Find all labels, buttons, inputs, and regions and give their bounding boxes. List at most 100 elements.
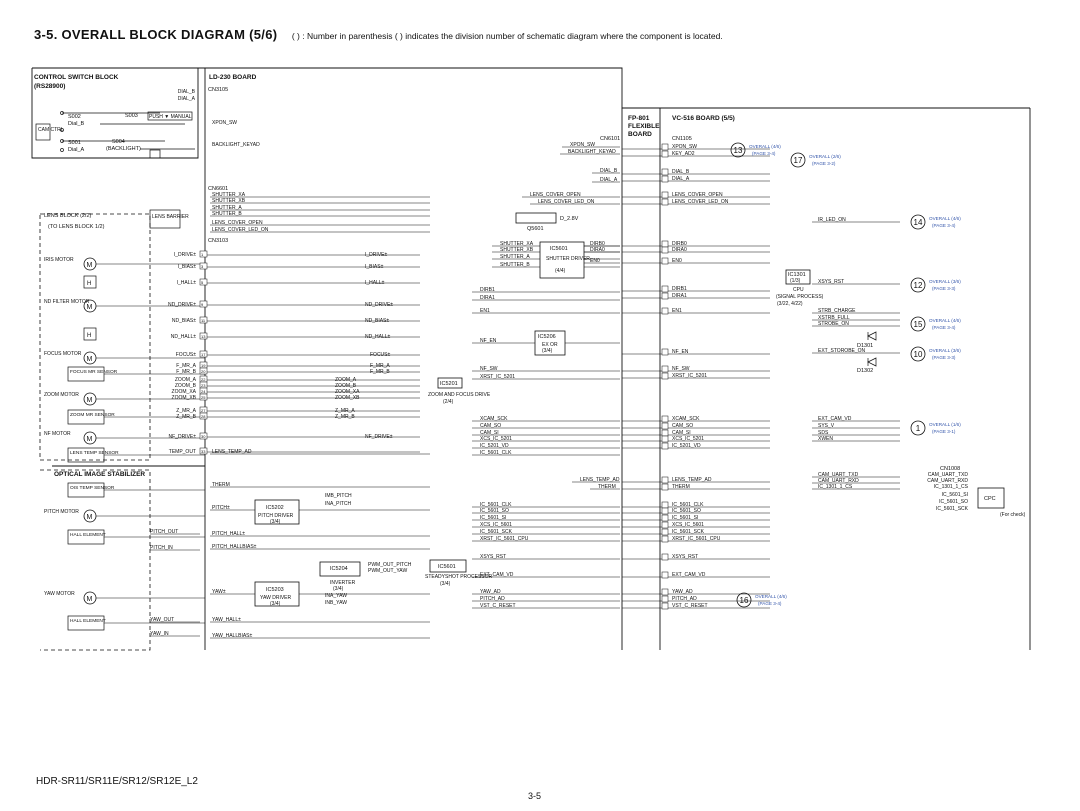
ref-r12-page: (PAGE 3-3) [932,286,956,291]
ic-boxes [254,212,1005,607]
iris-motor-label: IRIS MOTOR [44,257,74,263]
focus-motor-m-glyph: M [87,356,93,363]
s001-label: S001 [68,140,81,146]
lens-temp-sensor-label: LENS TEMP SENSOR [70,450,119,456]
right-signal-4: LENS_COVER_OPEN [672,192,723,198]
steady-signal-15: XCS_IC_5601 [480,522,512,528]
right-signal-22: IC_5601_CLK [672,502,704,508]
right-signal-5: LENS_COVER_LED_ON [672,199,729,205]
ld-signal-0: DIAL_B [178,89,196,95]
right-signal-16: CAM_SO [672,423,693,429]
section-control-switch-ref: (RS28900) [34,83,65,90]
left-pin-15: 30 [201,434,206,439]
left-pin-box-5 [199,332,208,340]
ic1301-label: IC1301 [788,272,806,278]
left-pin-2: 5 [201,280,204,285]
yaw-driver-label: YAW DRIVER [260,595,292,601]
pitch-motor-m-glyph: M [87,514,93,521]
left-pin-11: 24 [201,389,206,394]
steady-signal-12: IC_5601_CLK [480,502,512,508]
diodes [867,331,877,367]
right-pin-19 [661,442,669,450]
cpu-signal-3: XSTRB_FULL [818,315,850,321]
right-signal-25: XCS_IC_5601 [672,522,704,528]
right-signal-20: LENS_TEMP_AD [672,477,712,483]
steady-signal-30: DIRA0 [590,247,605,253]
left-pin-box-0 [199,250,208,258]
steady-signal-14: IC_5601_SI [480,515,506,521]
d1302-label: D1302 [857,368,873,374]
section-fp801-c: BOARD [628,131,652,138]
mid-signal-21: NF_DRIVE± [365,434,393,440]
cpu-signal-5: EXT_STOROBE_ON [818,348,866,354]
right-signal-10: DIRA1 [672,293,687,299]
right-signal-17: CAM_SI [672,430,691,436]
steady-signal-21: PITCH_AD [480,596,505,602]
cn3103-label: CN3103 [208,238,228,244]
nd-filter-motor-label: ND FILTER MOTOR [44,299,90,305]
ld-signal-5: SHUTTER_XB [212,198,246,204]
left-pin-box-1 [199,262,208,270]
ref-r12-bubble [910,277,926,293]
ic5601-label: IC5601 [438,564,456,570]
steady-signal-20: YAW_AD [480,589,501,595]
left-pin-box-14 [199,412,208,420]
section-ld230: LD-230 BOARD [209,74,257,81]
left-signal-6: FOCUS± [176,352,197,358]
ref-r1-num: 1 [916,424,921,433]
steady-signal-32: LENS_COVER_OPEN [530,192,581,198]
steady-signal-2: EN1 [480,308,490,314]
q5601-label: Q5601 [527,226,544,232]
right-signal-6: DIRB0 [672,241,687,247]
ld-signal-13: PITCH_HALLBIAS± [212,544,257,550]
right-pin-9 [661,285,669,293]
ld-signal-21: YAW_IN [150,631,169,637]
ref-r13-num: 13 [734,146,743,155]
right-signal-12: NF_EN [672,349,689,355]
cpu-signal-2: STRB_CHARGE [818,308,856,314]
ref-r13-page: (PAGE 3-4) [752,151,776,156]
cpu-signal-11: CAM_UART_RXD [818,478,859,484]
right-pin-15 [661,415,669,423]
left-pin-6: 17 [201,352,206,357]
steady-signal-7: CAM_SO [480,423,501,429]
steady-signal-26: SHUTTER_XB [500,247,534,253]
left-signal-0: I_DRIVE± [174,252,196,258]
hall-h-box-1 [83,327,97,341]
steady-signal-33: LENS_COVER_LED_ON [538,199,595,205]
cn1008-signal-5: IC_5601_SCK [936,506,969,512]
lens-barrier-box [149,209,181,229]
cpc-label: CPC [984,496,996,502]
right-pin-5 [661,198,669,206]
left-signal-1: I_BIAS± [178,264,197,270]
control-switches [35,111,195,159]
cpu-signal-6: EXT_CAM_VD [818,416,852,422]
ic5204-ref: (3/4) [333,586,344,592]
left-signal-12: ZOOM_XB [172,395,197,401]
mid-signal-11: Z_MR_B [335,414,355,420]
right-pin-25 [661,521,669,529]
ld-signal-11: PITCH± [212,505,230,511]
ic5201-label: IC5201 [440,381,458,387]
right-signal-3: DIAL_A [672,176,690,182]
mid-signal-10: Z_MR_A [335,408,355,414]
nf-motor-label: NF MOTOR [44,431,71,437]
left-signal-2: I_HALL± [177,280,197,286]
ref-r17-bubble [790,152,806,168]
mid-signal-9: ZOOM_XB [335,395,360,401]
ic1301-pages: (3/22, 4/22) [777,301,803,307]
ref-r14-num: 14 [914,218,923,227]
left-signal-11: ZOOM_XA [172,389,197,395]
steady-signal-24: THERM [598,484,616,490]
ld-signal-4: SHUTTER_XA [212,192,246,198]
ic5601b-label: IC5601 [550,246,568,252]
ref-r1-text: OVERALL (1/6) [929,422,961,427]
steady-signal-9: XCS_IC_5201 [480,436,512,442]
cn1008-signal-1: CAM_UART_RXD [927,478,968,484]
right-signal-23: IC_5601_SO [672,508,701,514]
d28v-label: D_2.8V [560,216,579,222]
left-pin-16: 33 [201,449,206,454]
ref-r10-text: OVERALL (3/6) [929,348,961,353]
right-signal-19: IC_5201_VD [672,443,701,449]
